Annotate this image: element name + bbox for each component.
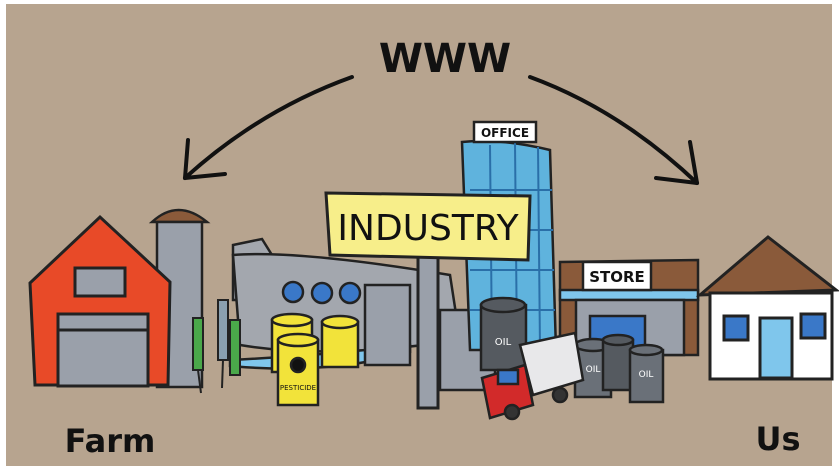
oil-label: OIL — [495, 337, 512, 348]
oil-label: OIL — [586, 365, 601, 375]
office-sign: OFFICE — [481, 126, 529, 140]
farm-label: Farm — [65, 422, 156, 460]
industry-sign-text: INDUSTRY — [337, 208, 519, 249]
us-label: Us — [755, 420, 800, 458]
www-label: WWW — [379, 36, 511, 82]
oil-label: OIL — [639, 370, 654, 380]
pesticide-label: PESTICIDE — [280, 384, 316, 392]
store-sign: STORE — [589, 268, 645, 286]
skull-icon — [291, 358, 305, 372]
